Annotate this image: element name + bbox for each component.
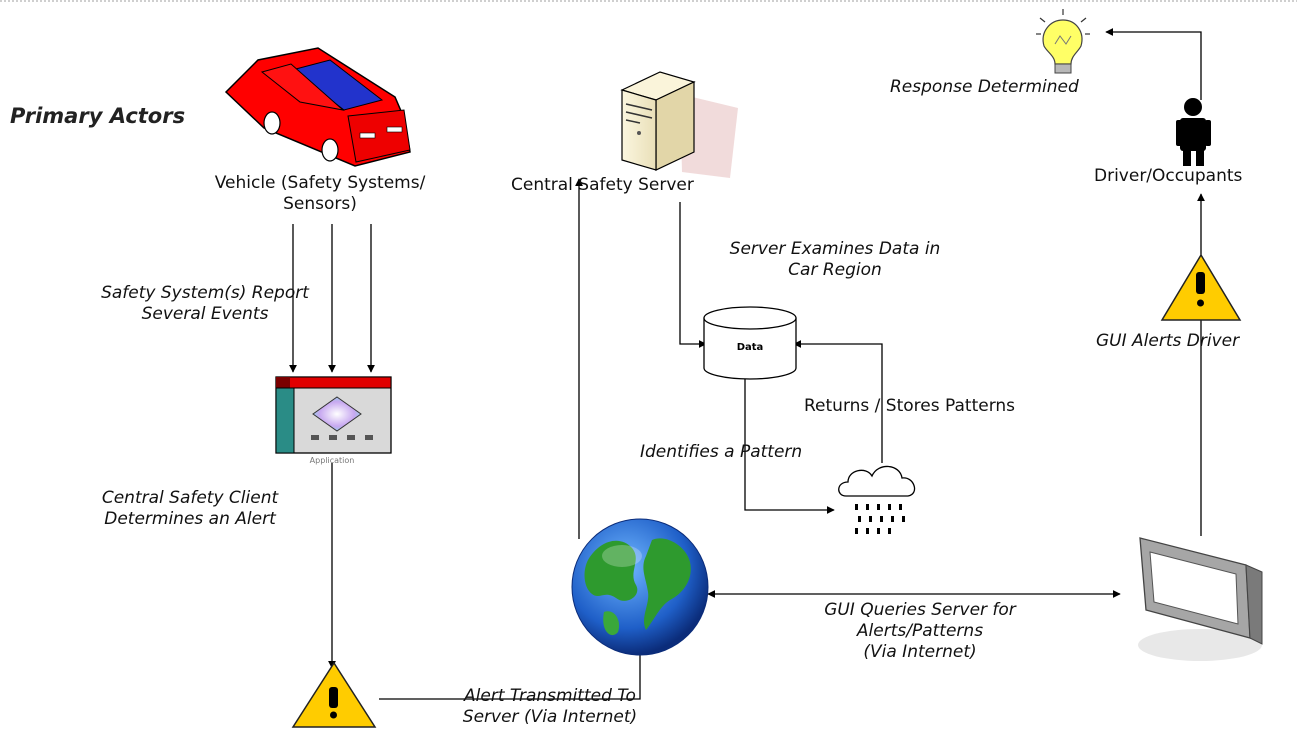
report-label-line2: Several Events (141, 304, 269, 324)
examines-label-line2: Car Region (788, 260, 882, 280)
monitor-screen (1149, 551, 1239, 625)
client-alert-label: Central Safety Client Determines an Aler… (40, 488, 340, 530)
edge-alert-to-internet (379, 635, 644, 700)
lightbulb-icon (1036, 9, 1090, 74)
transmitted-label-line1: Alert Transmitted To (464, 686, 636, 706)
vehicle-label-line1: Vehicle (Safety Systems/ (214, 173, 426, 193)
queries-label: GUI Queries Server for Alerts/Patterns (… (760, 600, 1080, 663)
server-slot-2 (625, 111, 653, 119)
bulb-glass (1042, 19, 1083, 65)
database-icon: Data (703, 306, 797, 380)
examines-label: Server Examines Data in Car Region (680, 239, 990, 281)
monitor-side (1245, 564, 1263, 645)
db-label: Data (737, 342, 764, 353)
app-sidebar (275, 387, 295, 454)
server-icon (620, 71, 738, 178)
gui-warning-bar (1196, 272, 1205, 294)
car-icon (224, 47, 411, 167)
report-label-line1: Safety System(s) Report (101, 283, 309, 303)
server-slot-3 (625, 119, 641, 124)
vehicle-label: Vehicle (Safety Systems/ Sensors) (160, 173, 480, 215)
queries-label-line2: Alerts/Patterns (856, 621, 984, 641)
server-led (637, 131, 641, 135)
app-key-2 (329, 435, 337, 440)
bulb-rays (1036, 9, 1090, 35)
server-label: Central Safety Server (511, 175, 694, 195)
globe-highlight (602, 545, 642, 567)
monitor-icon (1138, 537, 1263, 661)
examines-label-line1: Server Examines Data in (729, 239, 941, 259)
primary-actors-title: Primary Actors (10, 104, 186, 128)
car-roof (260, 63, 345, 111)
cloud-rain-icon (838, 465, 916, 534)
cloud-shape (838, 465, 916, 497)
globe-land-west (584, 540, 638, 601)
car-headlight-right (386, 126, 403, 133)
globe-land-south (603, 611, 620, 636)
person-leg-right (1196, 149, 1204, 166)
globe-icon (571, 518, 709, 656)
car-front (347, 109, 411, 163)
bulb-filament (1054, 35, 1072, 45)
person-leg-left (1183, 149, 1191, 166)
edge-driver-to-response (1105, 28, 1202, 100)
db-body (703, 318, 797, 380)
application-icon: Application (275, 376, 392, 465)
person-arm-right (1205, 120, 1211, 146)
gui-warning-dot (1197, 299, 1204, 307)
driver-label: Driver/Occupants (1094, 166, 1243, 186)
car-wheel-front (321, 138, 339, 162)
person-arm-left (1176, 120, 1182, 146)
app-diamond (312, 396, 362, 432)
app-caption: Application (310, 456, 355, 465)
monitor-base (1138, 629, 1262, 661)
client-alert-label-line1: Central Safety Client (101, 488, 279, 508)
response-label: Response Determined (890, 77, 1079, 97)
warning-icon (291, 661, 377, 728)
car-wheel-back (263, 111, 281, 135)
car-headlight-left (359, 132, 376, 139)
person-icon (1176, 98, 1211, 166)
globe-land-east (643, 538, 691, 630)
vehicle-label-line2: Sensors) (283, 194, 357, 214)
person-head (1184, 98, 1202, 116)
warning-bar (329, 687, 338, 708)
warning-dot (330, 711, 337, 719)
edge-data-to-pattern (744, 378, 835, 514)
transmitted-label: Alert Transmitted To Server (Via Interne… (400, 686, 700, 728)
db-top (703, 306, 797, 330)
rain-drops (855, 504, 905, 534)
client-alert-label-line2: Determines an Alert (104, 509, 276, 529)
bulb-base (1054, 63, 1072, 74)
app-titlebar (275, 376, 392, 389)
server-front (621, 89, 657, 171)
person-torso (1180, 118, 1206, 151)
app-key-4 (365, 435, 373, 440)
report-label: Safety System(s) Report Several Events (40, 283, 370, 325)
app-key-3 (347, 435, 355, 440)
edge-pattern-to-data (793, 340, 883, 463)
queries-label-line1: GUI Queries Server for (824, 600, 1016, 620)
identifies-label: Identifies a Pattern (640, 442, 803, 462)
returns-label: Returns / Stores Patterns (804, 396, 1016, 416)
gui-warning-icon (1160, 253, 1242, 321)
app-key-1 (311, 435, 319, 440)
transmitted-label-line2: Server (Via Internet) (462, 707, 638, 727)
server-slot-1 (625, 103, 653, 111)
connectors (289, 28, 1205, 700)
queries-label-line3: (Via Internet) (863, 642, 977, 662)
edge-server-to-data (679, 202, 707, 348)
app-titlebar-corner (276, 377, 290, 388)
gui-alerts-label: GUI Alerts Driver (1096, 331, 1240, 351)
